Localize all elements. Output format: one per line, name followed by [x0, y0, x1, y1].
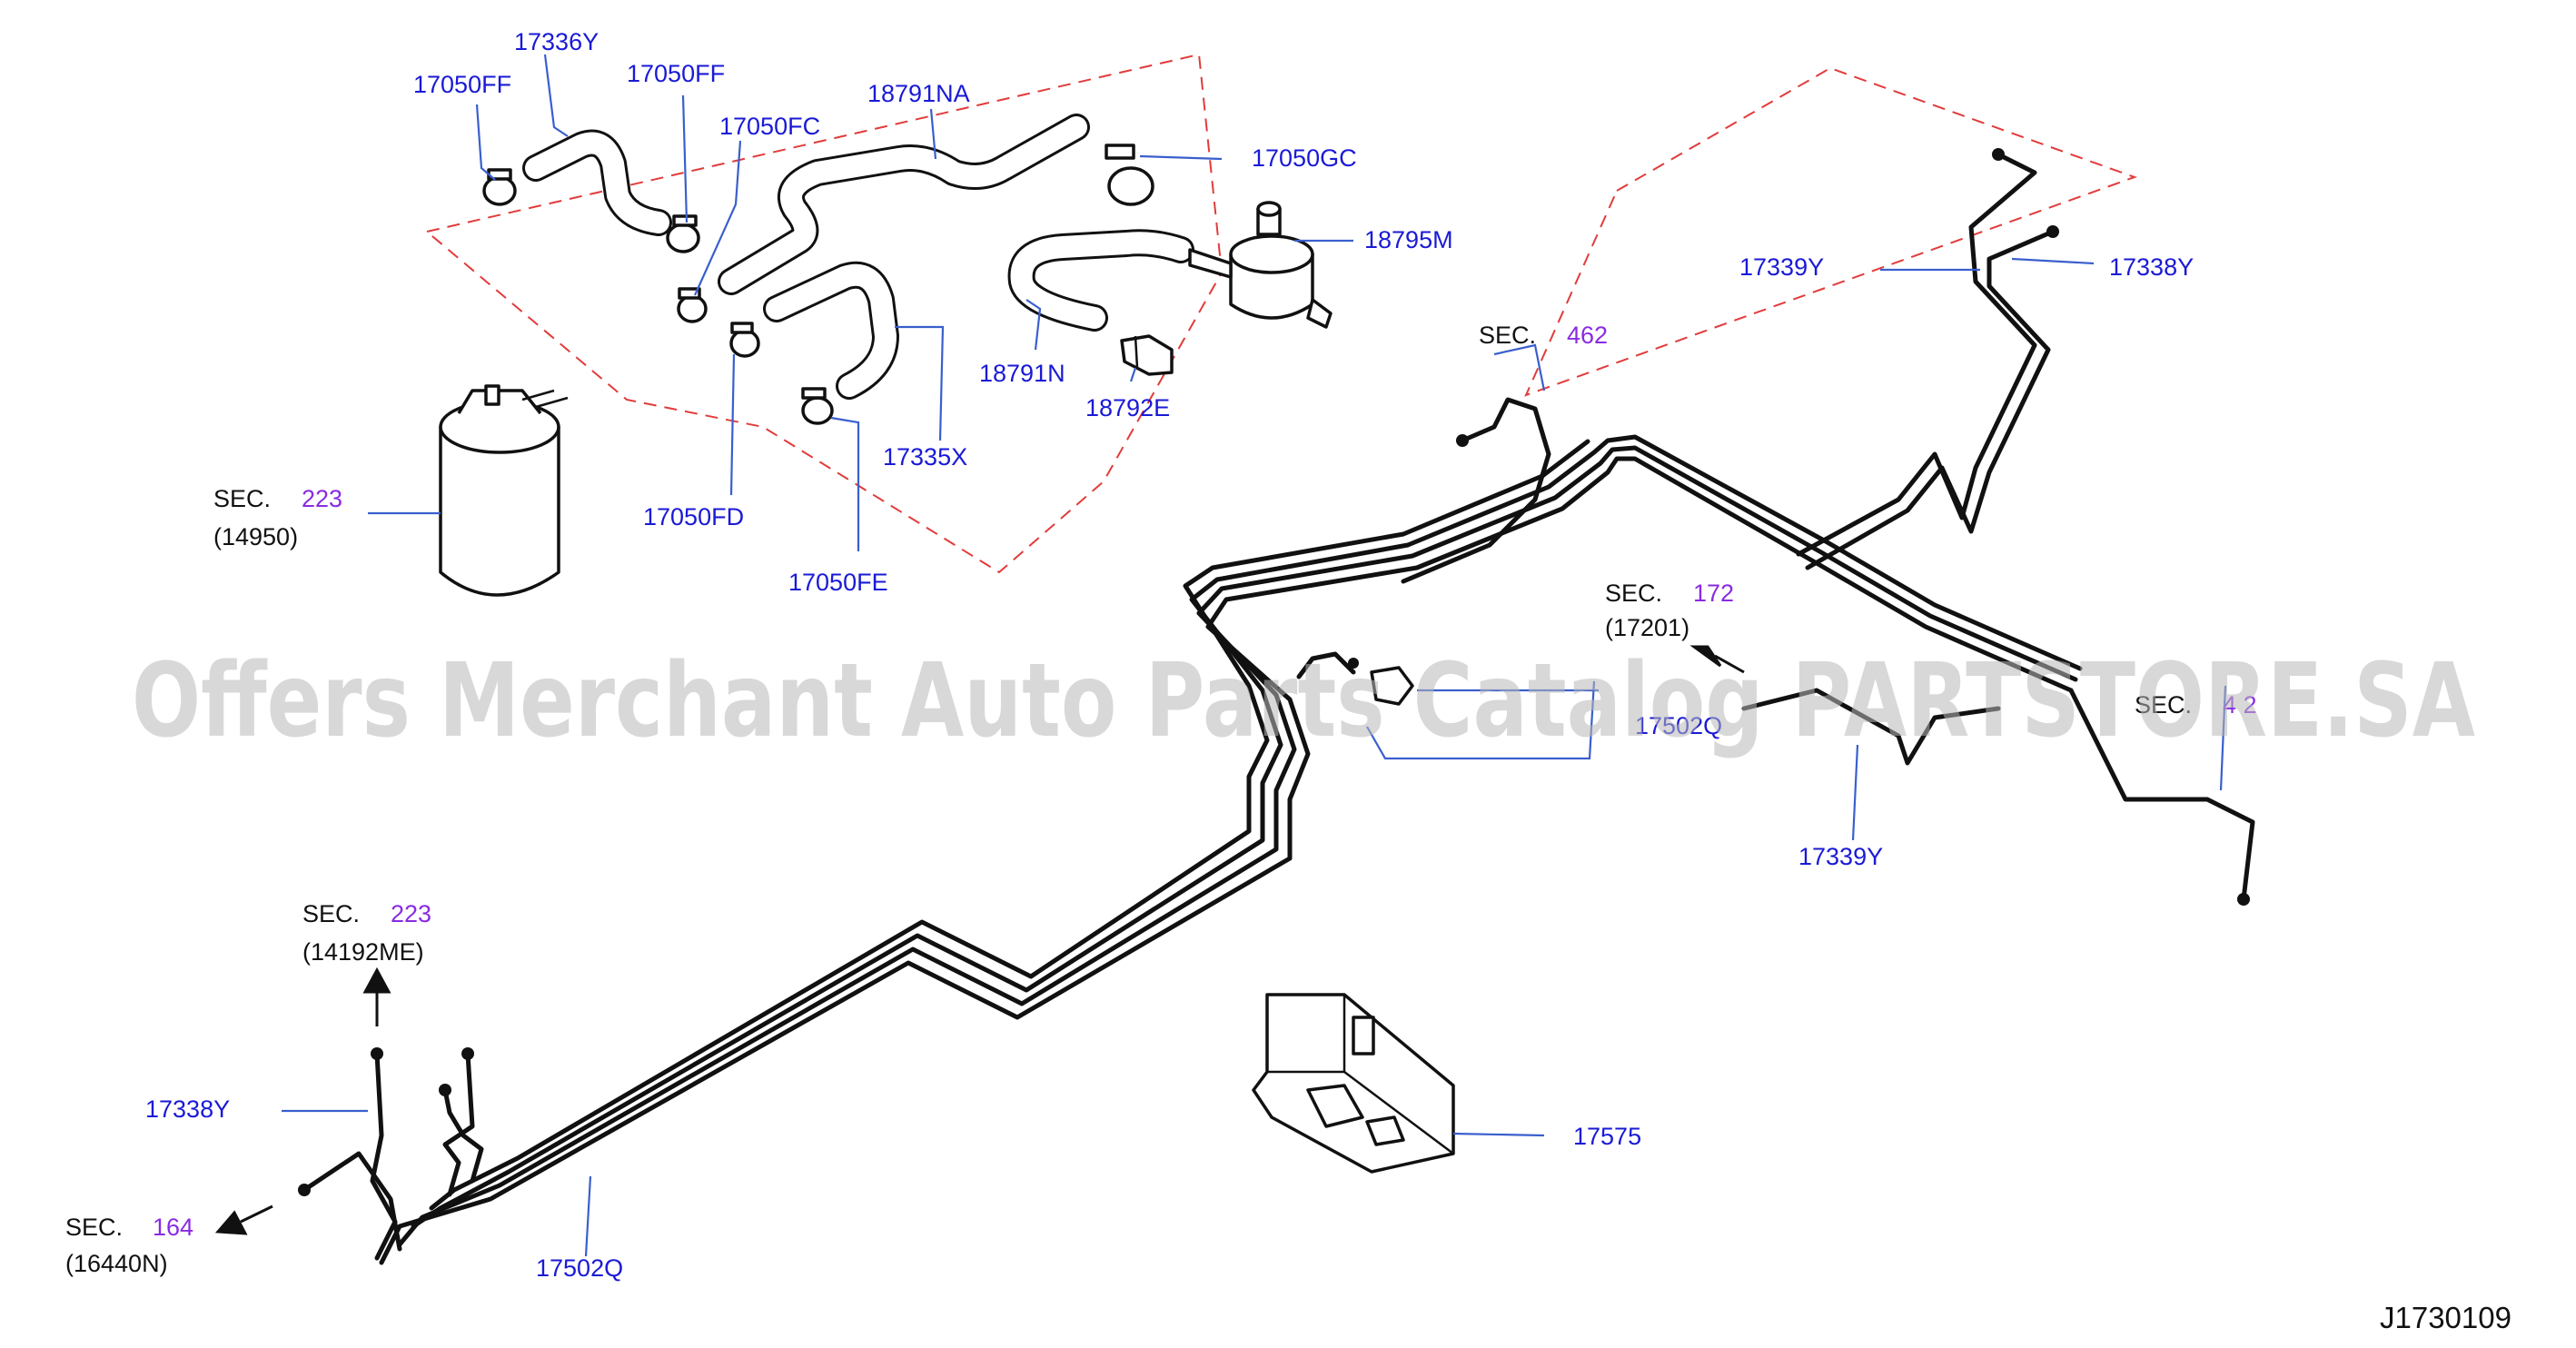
- tube-lower-middle: [1296, 651, 2001, 766]
- bracket-17575: [1252, 993, 1455, 1174]
- svg-text:462: 462: [1567, 322, 1608, 349]
- label-18795m: 18795M: [1364, 226, 1453, 253]
- label-17338y-a: 17338Y: [2109, 253, 2194, 281]
- arrow-sec-172: [1689, 645, 1745, 674]
- arrow-sec-223-b: [362, 966, 391, 1026]
- clamp-17050gc: [1105, 144, 1154, 206]
- fuel-tube-left-branch: [302, 1051, 484, 1261]
- leader-lines: [282, 54, 2227, 1257]
- label-17050fd: 17050FD: [643, 503, 744, 530]
- hose-17335x: [763, 261, 899, 400]
- svg-text:SEC.: SEC.: [2135, 691, 2192, 719]
- part-labels: 17336Y 17050FF 17050FF 17050FC 18791NA 1…: [145, 28, 2194, 1282]
- sec-ref-164: SEC. 164 (16440N): [65, 1214, 193, 1277]
- svg-text:164: 164: [153, 1214, 193, 1241]
- tube-end-dots: [298, 148, 2250, 1196]
- hose-18791n: [1007, 229, 1194, 332]
- clip-17502q: [1370, 666, 1414, 706]
- watermark: Offers Merchant Auto Parts Catalog PARTS…: [132, 642, 2475, 760]
- label-17050ff-a: 17050FF: [413, 71, 511, 98]
- label-18792e: 18792E: [1085, 394, 1170, 421]
- svg-text:SEC.: SEC.: [1605, 580, 1662, 607]
- clamp-17050fd: [729, 322, 760, 358]
- clamp-17050ff-b: [666, 214, 700, 253]
- label-18791na: 18791NA: [867, 80, 970, 107]
- dashed-group-outline-right: [1524, 66, 2137, 397]
- svg-text:(14192ME): (14192ME): [302, 938, 424, 966]
- arrow-sec-164: [214, 1204, 273, 1235]
- svg-text:223: 223: [391, 900, 431, 927]
- svg-text:SEC.: SEC.: [65, 1214, 123, 1241]
- sec-ref-223-canister: SEC. 223 (14950): [213, 485, 342, 550]
- clamp-17050fc: [677, 287, 708, 323]
- label-17339y-b: 17339Y: [1798, 843, 1883, 870]
- svg-text:223: 223: [302, 485, 342, 512]
- svg-text:SEC.: SEC.: [213, 485, 271, 512]
- svg-text:(16440N): (16440N): [65, 1250, 168, 1277]
- label-17050gc: 17050GC: [1252, 144, 1357, 172]
- purge-control-valve: [1188, 201, 1333, 329]
- label-17575: 17575: [1573, 1123, 1641, 1150]
- dashed-group-outline-left: [426, 53, 1224, 574]
- sec-ref-172: SEC. 172 (17201): [1605, 580, 1734, 641]
- label-17050fe: 17050FE: [788, 569, 888, 596]
- label-17050ff-b: 17050FF: [627, 60, 725, 87]
- label-17502q-b: 17502Q: [536, 1254, 623, 1282]
- label-17335x: 17335X: [883, 443, 967, 471]
- hose-17336y: [522, 129, 672, 236]
- sec-ref-462: SEC. 462: [1479, 322, 1608, 349]
- sec-ref-4x2: SEC. 4 2: [2135, 691, 2257, 719]
- diagram-code: J1730109: [2380, 1301, 2512, 1334]
- label-17339y-a: 17339Y: [1739, 253, 1824, 281]
- svg-text:172: 172: [1693, 580, 1734, 607]
- label-17336y: 17336Y: [514, 28, 599, 55]
- sec-ref-223-b: SEC. 223 (14192ME): [302, 900, 431, 966]
- clamp-17050fe: [801, 387, 834, 425]
- svg-text:SEC.: SEC.: [1479, 322, 1536, 349]
- label-17050fc: 17050FC: [719, 113, 820, 140]
- tube-sec-4x2: [2068, 688, 2255, 902]
- label-17502q-a: 17502Q: [1635, 712, 1722, 739]
- label-18791n: 18791N: [979, 360, 1065, 387]
- tube-sec-462: [1401, 397, 1551, 584]
- svg-text:(14950): (14950): [213, 523, 298, 550]
- connector-18792e: [1120, 334, 1174, 376]
- fuel-tube-17339y-right: [1796, 152, 2056, 570]
- svg-text:(17201): (17201): [1605, 614, 1689, 641]
- evap-canister: [439, 384, 569, 597]
- svg-text:SEC.: SEC.: [302, 900, 360, 927]
- section-refs: SEC. 223 (14950) SEC. 462 SEC. 172 (1720…: [65, 322, 2257, 1277]
- fuel-tube-17502q: [379, 434, 2083, 1265]
- svg-text:4 2: 4 2: [2223, 691, 2257, 719]
- label-17338y-b: 17338Y: [145, 1095, 230, 1123]
- hose-18791na: [718, 114, 1090, 295]
